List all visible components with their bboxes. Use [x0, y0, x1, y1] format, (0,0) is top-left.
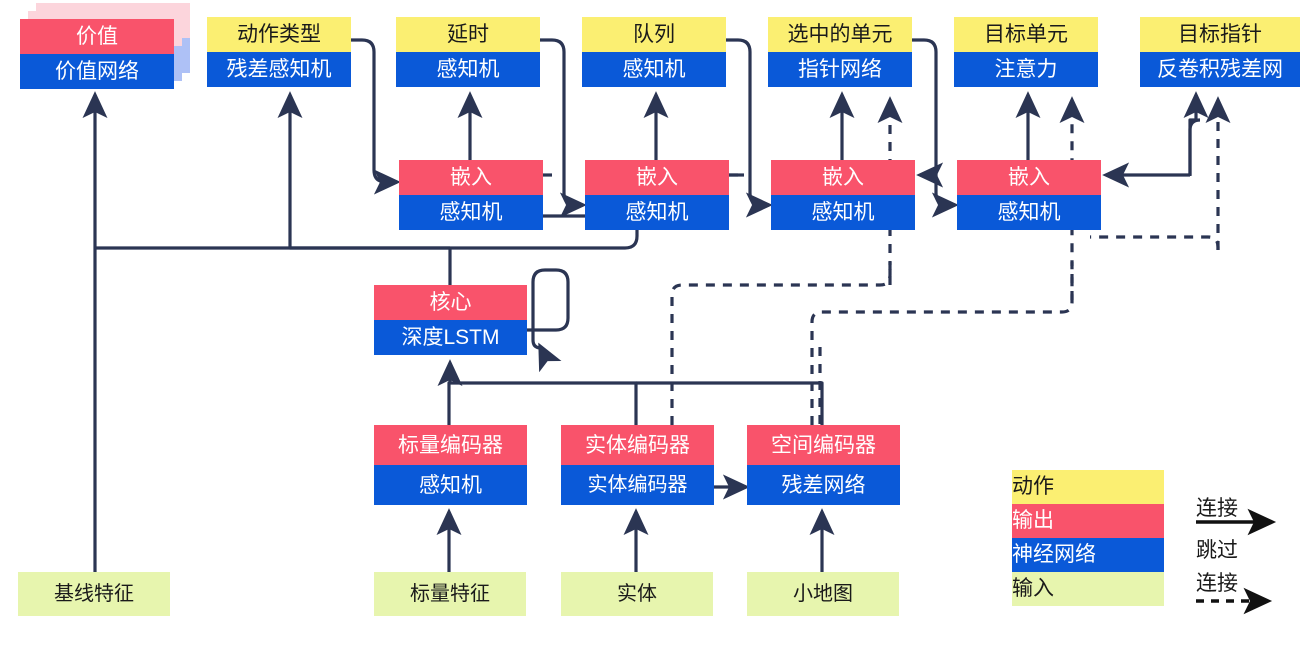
input-scalar-features-label: 标量特征	[374, 572, 526, 616]
legend-output-swatch: 输出	[1012, 504, 1164, 538]
node-target-unit[interactable]: 目标单元 注意力	[954, 17, 1098, 87]
node-embed-selected-bottom: 感知机	[771, 195, 915, 230]
node-spatial-encoder-top: 空间编码器	[747, 425, 900, 465]
node-embed-delay-top: 嵌入	[399, 160, 543, 195]
node-core[interactable]: 核心 深度LSTM	[374, 285, 527, 355]
node-core-top: 核心	[374, 285, 527, 320]
node-delay[interactable]: 延时 感知机	[396, 17, 540, 87]
node-embed-selected-top: 嵌入	[771, 160, 915, 195]
node-target-unit-top: 目标单元	[954, 17, 1098, 52]
legend-action-swatch: 动作	[1012, 470, 1164, 504]
legend-connection-label: 连接	[1196, 497, 1238, 520]
node-queue-bottom: 感知机	[582, 52, 726, 87]
input-baseline-features[interactable]: 基线特征	[18, 572, 170, 616]
node-scalar-encoder-bottom: 感知机	[374, 465, 527, 505]
node-value-top: 价值	[20, 19, 174, 54]
node-scalar-encoder-top: 标量编码器	[374, 425, 527, 465]
node-embed-queue[interactable]: 嵌入 感知机	[585, 160, 729, 230]
node-delay-bottom: 感知机	[396, 52, 540, 87]
node-value-bottom: 价值网络	[20, 54, 174, 89]
node-embed-queue-top: 嵌入	[585, 160, 729, 195]
node-embed-target[interactable]: 嵌入 感知机	[957, 160, 1101, 230]
node-entity-encoder-bottom: 实体编码器	[561, 465, 714, 505]
node-embed-delay-bottom: 感知机	[399, 195, 543, 230]
node-action-type-bottom: 残差感知机	[207, 52, 351, 87]
node-embed-target-top: 嵌入	[957, 160, 1101, 195]
input-baseline-features-label: 基线特征	[18, 572, 170, 616]
input-entities[interactable]: 实体	[561, 572, 713, 616]
node-entity-encoder-top: 实体编码器	[561, 425, 714, 465]
node-scalar-encoder[interactable]: 标量编码器 感知机	[374, 425, 527, 505]
node-action-type-top: 动作类型	[207, 17, 351, 52]
legend-skip-label-line2: 连接	[1196, 572, 1238, 595]
legend-swatches: 动作 输出 神经网络 输入	[1012, 470, 1164, 606]
node-entity-encoder[interactable]: 实体编码器 实体编码器	[561, 425, 714, 505]
node-target-point-bottom: 反卷积残差网	[1140, 52, 1300, 87]
node-spatial-encoder[interactable]: 空间编码器 残差网络	[747, 425, 900, 505]
node-spatial-encoder-bottom: 残差网络	[747, 465, 900, 505]
node-embed-target-bottom: 感知机	[957, 195, 1101, 230]
node-embed-queue-bottom: 感知机	[585, 195, 729, 230]
input-entities-label: 实体	[561, 572, 713, 616]
node-action-type[interactable]: 动作类型 残差感知机	[207, 17, 351, 87]
node-embed-selected[interactable]: 嵌入 感知机	[771, 160, 915, 230]
input-minimap[interactable]: 小地图	[747, 572, 899, 616]
node-selected-units-bottom: 指针网络	[768, 52, 912, 87]
node-core-bottom: 深度LSTM	[374, 320, 527, 355]
node-embed-delay[interactable]: 嵌入 感知机	[399, 160, 543, 230]
node-selected-units[interactable]: 选中的单元 指针网络	[768, 17, 912, 87]
node-target-point-top: 目标指针	[1140, 17, 1300, 52]
node-selected-units-top: 选中的单元	[768, 17, 912, 52]
legend-skip-label-line1: 跳过	[1196, 539, 1238, 562]
input-scalar-features[interactable]: 标量特征	[374, 572, 526, 616]
node-value[interactable]: 价值 价值网络	[20, 19, 174, 89]
node-target-point[interactable]: 目标指针 反卷积残差网	[1140, 17, 1300, 87]
legend-input-swatch: 输入	[1012, 572, 1164, 606]
node-delay-top: 延时	[396, 17, 540, 52]
node-queue[interactable]: 队列 感知机	[582, 17, 726, 87]
legend-neural-network-swatch: 神经网络	[1012, 538, 1164, 572]
node-queue-top: 队列	[582, 17, 726, 52]
node-target-unit-bottom: 注意力	[954, 52, 1098, 87]
input-minimap-label: 小地图	[747, 572, 899, 616]
